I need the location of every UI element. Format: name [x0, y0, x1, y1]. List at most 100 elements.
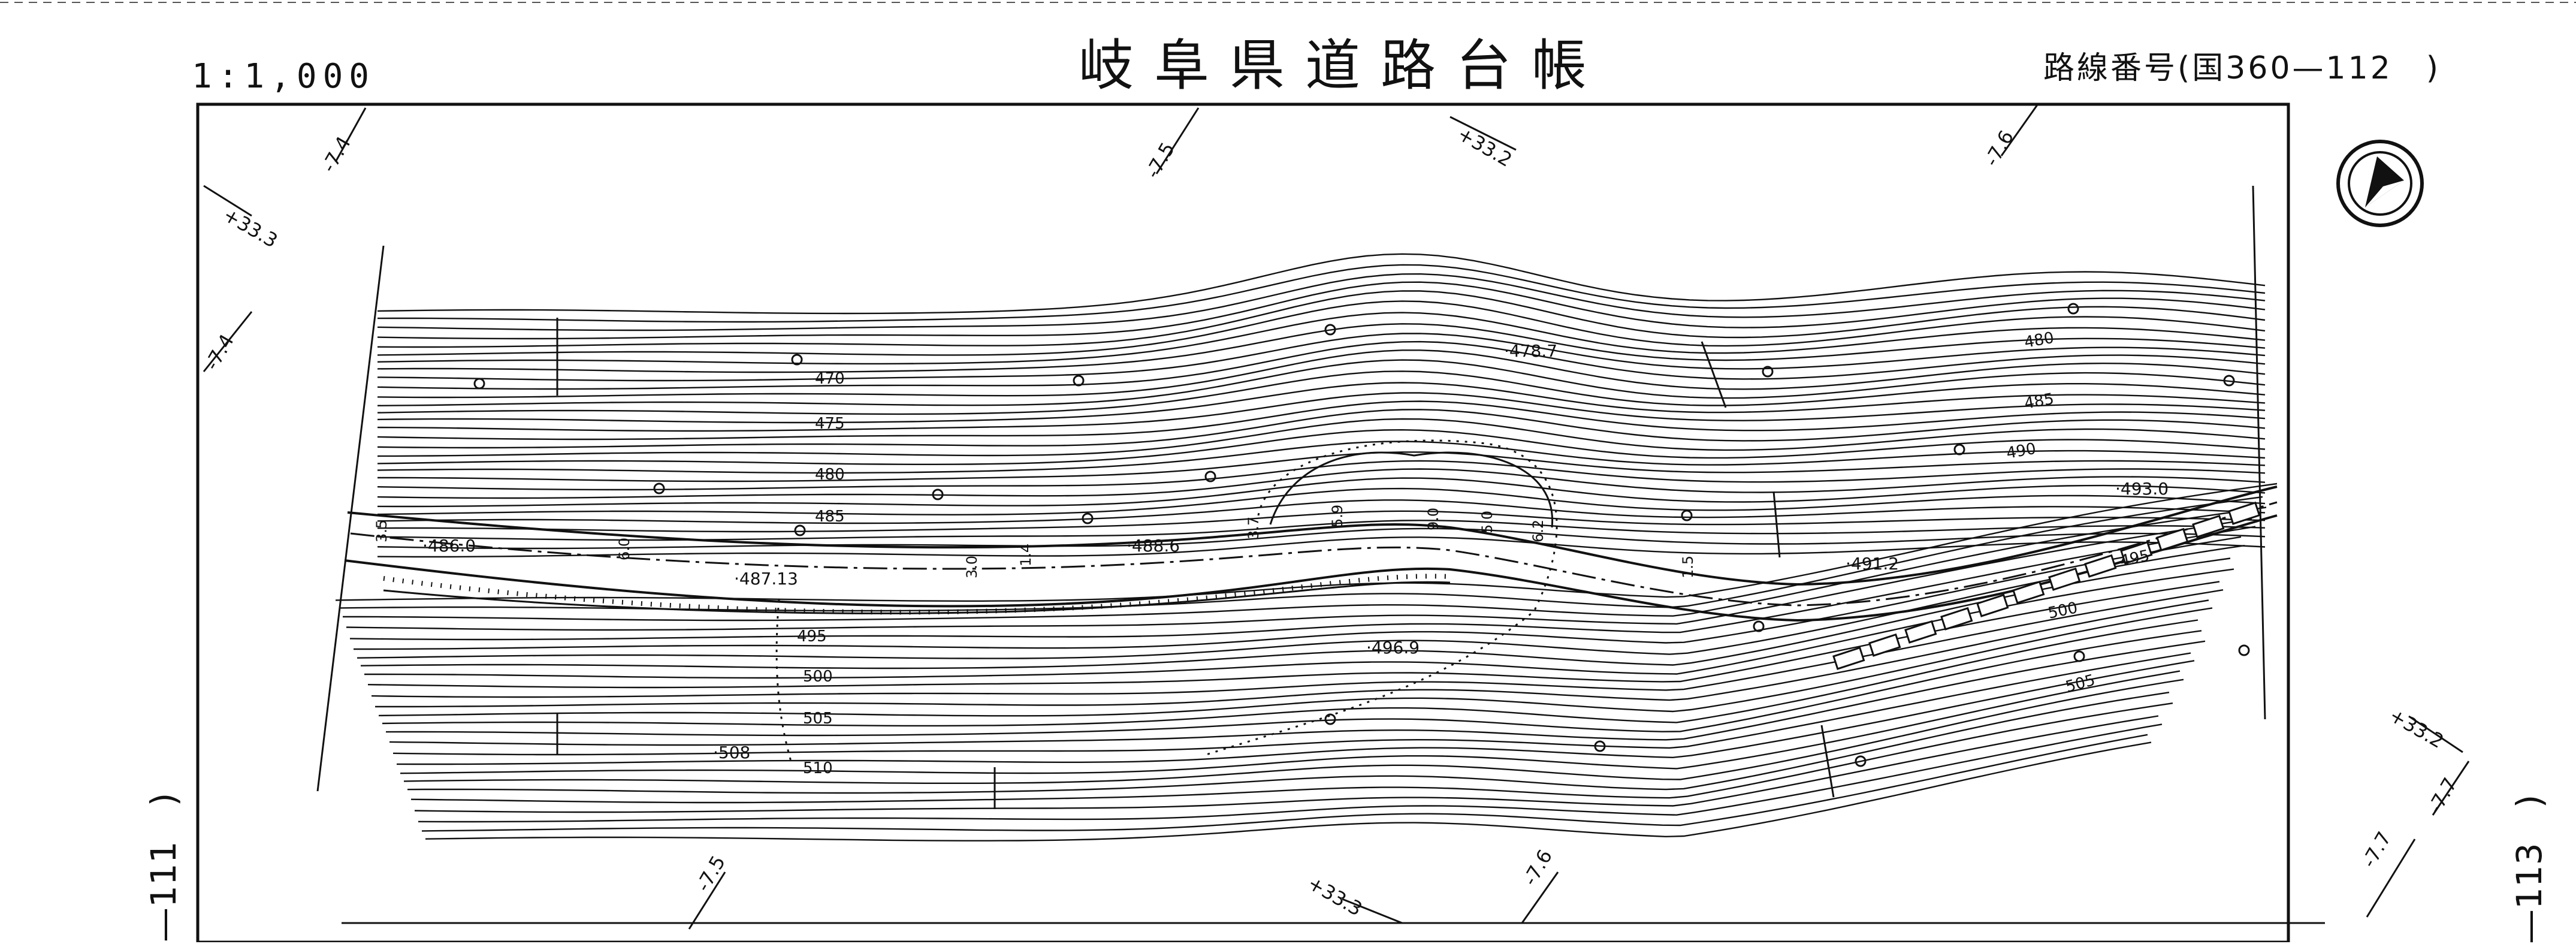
- contour-lines: [335, 253, 2278, 842]
- contour-line-north: [377, 477, 2266, 508]
- retaining-wall-blocks: [1832, 501, 2261, 670]
- contour-label: 485: [2023, 390, 2055, 413]
- spot-height: ·488.6: [1127, 536, 1180, 556]
- tree-symbol: [1324, 713, 1336, 725]
- contour-line-south: [392, 652, 2191, 756]
- contour-line-south: [382, 619, 2198, 727]
- contour-line-south: [389, 640, 2206, 746]
- tree-symbol: [1324, 324, 1336, 336]
- contour-label: 510: [803, 759, 833, 777]
- contour-line-north: [377, 409, 2266, 449]
- guardrail: [383, 581, 1451, 614]
- contour-line-north: [377, 429, 2266, 465]
- spot-height: ·493.0: [2115, 479, 2169, 499]
- spot-height: ·491.2: [1846, 554, 1899, 574]
- contour-line-south: [378, 607, 2213, 717]
- wall-block: [1868, 633, 1901, 657]
- tree-symbol: [653, 482, 665, 494]
- contour-line-south: [346, 518, 2252, 631]
- tree-symbol: [1753, 620, 1765, 632]
- wall-block: [2192, 514, 2225, 538]
- dotted-boundary: [1204, 439, 1558, 756]
- contour-line-north: [377, 370, 2266, 415]
- contour-line-south: [360, 557, 2231, 669]
- contour-line-north: [377, 290, 2266, 348]
- grid-mark-label: -7.4: [317, 132, 355, 176]
- wall-block: [2228, 501, 2261, 525]
- grid-mark-label: +33.3: [219, 203, 282, 252]
- contour-label: 500: [803, 668, 833, 686]
- contour-label: 505: [803, 710, 833, 728]
- grid-mark-label: +33.3: [1304, 871, 1366, 921]
- contour-line-north: [377, 323, 2266, 373]
- contour-line-north: [377, 253, 2266, 315]
- spot-height: ·486.0: [422, 536, 476, 556]
- road-width: 5.0: [1479, 511, 1496, 533]
- road-centerline: [350, 501, 2278, 607]
- grid-mark-label: -7.7: [2357, 828, 2396, 871]
- road-width: 3.0: [964, 556, 980, 578]
- contour-line-north: [377, 382, 2266, 424]
- tree-symbol: [1082, 512, 1094, 524]
- contour-line-south: [343, 506, 2267, 622]
- contour-line-north: [377, 418, 2266, 457]
- tree-symbol: [2238, 644, 2250, 656]
- tree-symbol: [1762, 366, 1774, 378]
- spot-height: ·508: [713, 743, 750, 762]
- tree-symbol: [1594, 740, 1606, 752]
- contour-line-south: [371, 589, 2224, 698]
- contour-line-north: [377, 300, 2266, 356]
- contour-label: 490: [2005, 440, 2037, 463]
- contour-line-north: [377, 349, 2266, 399]
- wall-block: [2120, 541, 2153, 565]
- contour-line-north: [377, 333, 2266, 382]
- station-ticks: [316, 185, 2266, 809]
- contour-line-north: [377, 392, 2266, 432]
- wall-block: [2048, 567, 2081, 591]
- grid-mark-label: -7.4: [200, 330, 238, 374]
- adjacent-sheet-left: —111 ): [143, 792, 184, 942]
- grid-mark-label: -7.6: [1980, 126, 2018, 170]
- spot-height: ·487.13: [734, 569, 798, 589]
- contour-line-south: [375, 599, 2209, 708]
- contour-label: 500: [2046, 599, 2079, 623]
- tree-symbol: [932, 488, 944, 500]
- contour-line-south: [421, 734, 2148, 832]
- contour-line-north: [377, 487, 2266, 516]
- tree-symbols: [473, 303, 2250, 767]
- map-frame: [196, 102, 2290, 942]
- contour-line-north: [377, 359, 2266, 406]
- road-width: 9.0: [1425, 508, 1442, 530]
- tree-symbol: [473, 378, 485, 390]
- contour-line-south: [357, 545, 2245, 659]
- wall-block: [2084, 554, 2117, 578]
- tree-symbol: [1073, 375, 1085, 387]
- wall-block: [2156, 527, 2189, 551]
- contour-line-south: [418, 723, 2163, 823]
- dotted-boundary-west: [775, 599, 792, 762]
- contour-line-south: [396, 660, 2195, 765]
- tree-symbol: [1681, 509, 1693, 521]
- tree-symbol: [1855, 755, 1867, 767]
- road-width: 5.9: [1329, 505, 1346, 527]
- tree-symbol: [2073, 650, 2085, 662]
- route-number: 路線番号(国360—112 ): [2043, 50, 2441, 86]
- road: [344, 485, 2278, 622]
- contour-line-north: [377, 468, 2266, 499]
- grid-mark-label: -7.5: [1141, 138, 1179, 182]
- adjacent-sheet-right: —113 ): [2509, 794, 2550, 944]
- contour-label: 475: [815, 415, 845, 433]
- contour-line-north: [377, 527, 2266, 550]
- contour-line-south: [335, 482, 2278, 602]
- contour-line-north: [377, 536, 2266, 558]
- embankment-outline: [1269, 451, 1554, 528]
- contour-line-north: [377, 510, 2266, 533]
- contour-label: 480: [815, 466, 845, 484]
- contour-line-north: [377, 264, 2266, 323]
- road-edge-south: [344, 514, 2278, 622]
- spot-height: ·478.7: [1504, 341, 1557, 361]
- map-scale: 1:1,000: [192, 57, 376, 96]
- tree-symbol: [2067, 303, 2079, 315]
